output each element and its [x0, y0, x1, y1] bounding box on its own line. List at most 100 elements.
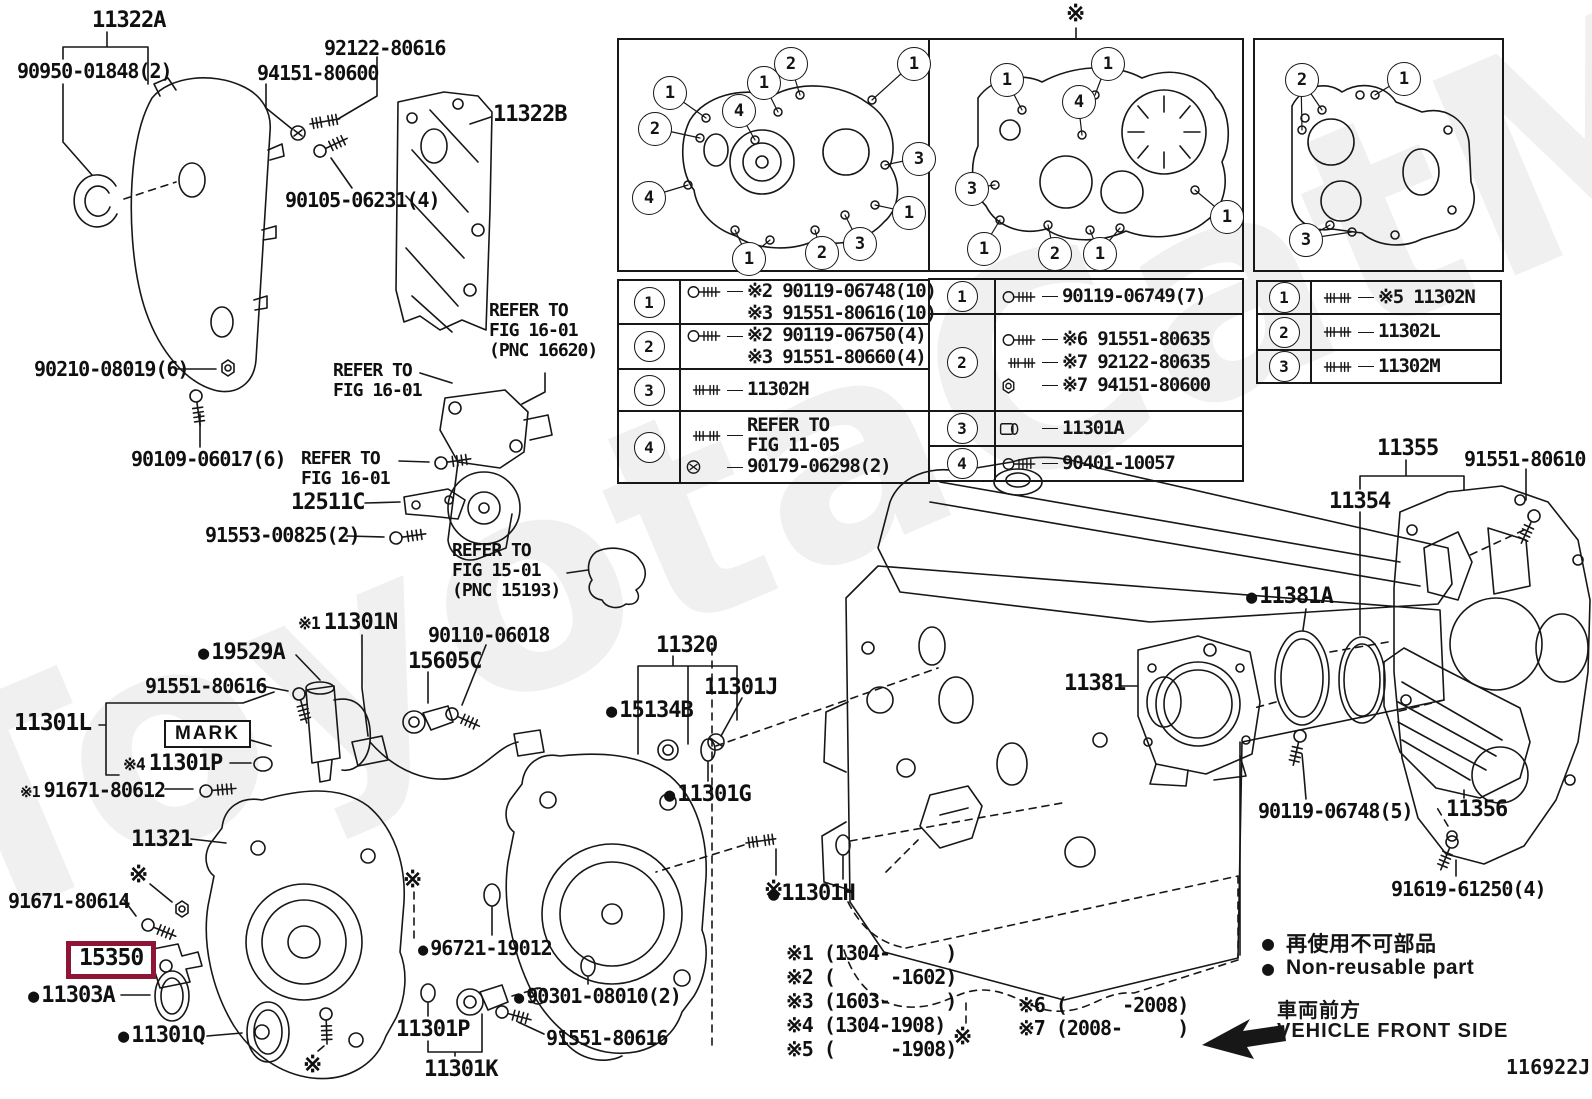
table-row[interactable]: 1※2 90119-06748(10)※3 91551-80616(10): [619, 281, 937, 325]
label-text: REFER TO FIG 16-01: [333, 360, 423, 402]
label-90210-08019[interactable]: 90210-08019(6): [34, 358, 190, 380]
callout-number: 2: [1268, 316, 1300, 348]
label-text: 91551-80610: [1464, 447, 1586, 471]
bolt-icon: [687, 285, 721, 298]
label-12511c[interactable]: 12511C: [291, 490, 365, 516]
label-11322b[interactable]: 11322B: [493, 102, 567, 128]
label-text: 12511C: [291, 490, 365, 515]
panel-timing-cover-bolts-3: [1253, 38, 1504, 272]
label-92122-80616[interactable]: 92122-80616: [324, 37, 446, 59]
label-text: MARK: [175, 723, 240, 744]
label-refer-fig16-01-a[interactable]: REFER TO FIG 16-01: [333, 360, 423, 402]
label-11354[interactable]: 11354: [1329, 489, 1391, 515]
label-11320[interactable]: 11320: [656, 633, 718, 659]
part-number[interactable]: ※7 94151-80600: [1062, 373, 1211, 396]
non-reusable-dot-icon: ●: [418, 940, 428, 960]
label-11303a[interactable]: ●11303A: [28, 983, 116, 1009]
label-11301l[interactable]: 11301L: [14, 710, 92, 737]
table-row[interactable]: 1※5 11302N: [1258, 282, 1500, 315]
part-number[interactable]: ※3 91551-80616(10): [747, 301, 937, 324]
label-90110-06018[interactable]: 90110-06018: [428, 624, 550, 646]
label-91619-61250[interactable]: 91619-61250(4): [1391, 878, 1547, 900]
label-90105-06231[interactable]: 90105-06231(4): [285, 189, 441, 211]
part-number[interactable]: ※3 91551-80660(4): [747, 346, 927, 369]
label-11301q[interactable]: ●11301Q: [118, 1023, 206, 1049]
legend-variant: ※4 (1304-1908): [786, 1013, 946, 1037]
label-90109-06017[interactable]: 90109-06017(6): [131, 448, 287, 470]
label-11301g[interactable]: ●11301G: [664, 782, 752, 808]
part-number[interactable]: ※6 91551-80635: [1062, 327, 1211, 350]
label-91551-80616-a[interactable]: 91551-80616: [145, 675, 267, 697]
label-90950-01848[interactable]: 90950-01848(2): [17, 59, 173, 83]
part-number[interactable]: 11302M: [1378, 354, 1441, 377]
label-11381a[interactable]: ●11381A: [1246, 584, 1334, 610]
variant-mark-f: ※: [303, 1052, 322, 1079]
part-number[interactable]: ※5 11302N: [1378, 285, 1476, 308]
label-91671-80614[interactable]: 91671-80614: [8, 890, 130, 912]
label-11381[interactable]: 11381: [1064, 671, 1126, 697]
label-refer-fig16-01-pnc16620[interactable]: REFER TO FIG 16-01 (PNC 16620): [489, 300, 598, 361]
part-number[interactable]: ※2 90119-06750(4): [747, 324, 927, 347]
label-11301j[interactable]: 11301J: [704, 675, 778, 701]
label-refer-fig15-01[interactable]: REFER TO FIG 15-01 (PNC 15193): [452, 540, 561, 601]
table-row[interactable]: 2 11302L: [1258, 315, 1500, 351]
label-11321[interactable]: 11321: [131, 827, 193, 853]
leader-line: [1042, 385, 1058, 386]
label-15134b[interactable]: ●15134B: [606, 698, 694, 724]
part-number[interactable]: 11301A: [1062, 416, 1125, 439]
label-91551-80610[interactable]: 91551-80610: [1464, 447, 1586, 471]
label-text: 91553-00825(2): [205, 523, 361, 547]
label-text: 90950-01848(2): [17, 59, 173, 83]
label-11356[interactable]: 11356: [1446, 797, 1508, 823]
label-text: 11301P: [148, 751, 223, 776]
part-cell: 11302M: [1312, 351, 1500, 382]
label-15605c[interactable]: 15605C: [408, 649, 482, 675]
part-number[interactable]: 90401-10057: [1062, 451, 1176, 474]
variant-mark-panel2: ※: [1066, 1, 1085, 28]
callout-number: 2: [1285, 63, 1319, 97]
part-number[interactable]: REFER TO FIG 11-05: [747, 413, 840, 456]
label-19529a[interactable]: ●19529A: [198, 640, 286, 666]
label-refer-fig16-01-b[interactable]: REFER TO FIG 16-01: [301, 448, 391, 489]
part-number[interactable]: ※7 92122-80635: [1062, 350, 1211, 373]
part-number[interactable]: 11302L: [1378, 320, 1441, 343]
callout-number: 1: [1210, 200, 1244, 234]
part-line: 90401-10057: [998, 453, 1240, 475]
label-90119-06748-5[interactable]: 90119-06748(5): [1258, 800, 1414, 822]
label-text: 11320: [656, 633, 718, 658]
part-number[interactable]: 90179-06298(2): [747, 455, 892, 478]
label-90301-08010[interactable]: ●90301-08010(2): [514, 985, 682, 1008]
label-text: 11303A: [41, 983, 115, 1008]
label-11355[interactable]: 11355: [1377, 436, 1439, 462]
variant-mark: ※4: [123, 755, 146, 774]
part-number[interactable]: 11302H: [747, 378, 810, 401]
table-row[interactable]: 2※6 91551-80635※7 92122-80635※7 94151-80…: [930, 315, 1242, 412]
label-mark[interactable]: MARK: [164, 720, 251, 749]
label-text: 11301Q: [131, 1023, 205, 1048]
label-15350[interactable]: 15350: [66, 941, 157, 979]
label-91553-00825[interactable]: 91553-00825(2): [205, 523, 361, 547]
table-row[interactable]: 2※2 90119-06750(4)※3 91551-80660(4): [619, 325, 928, 370]
label-text: 11301J: [704, 675, 778, 700]
label-11301p-b[interactable]: 11301P: [396, 1017, 470, 1043]
label-96721-19012[interactable]: ●96721-19012: [418, 937, 553, 960]
label-11322a[interactable]: 11322A: [92, 8, 166, 34]
vehicle-front-arrow-icon: [1202, 1019, 1286, 1059]
label-91551-80616-b[interactable]: 91551-80616: [546, 1027, 668, 1049]
part-number[interactable]: ※2 90119-06748(10): [747, 279, 937, 302]
leader-line: [1042, 362, 1058, 363]
callout-number: 2: [638, 112, 672, 146]
part-number[interactable]: 90119-06749(7): [1062, 284, 1207, 307]
label-11301k[interactable]: 11301K: [424, 1057, 498, 1083]
label-94151-80600[interactable]: 94151-80600: [257, 62, 379, 84]
label-11301h[interactable]: ●11301H: [768, 881, 856, 907]
